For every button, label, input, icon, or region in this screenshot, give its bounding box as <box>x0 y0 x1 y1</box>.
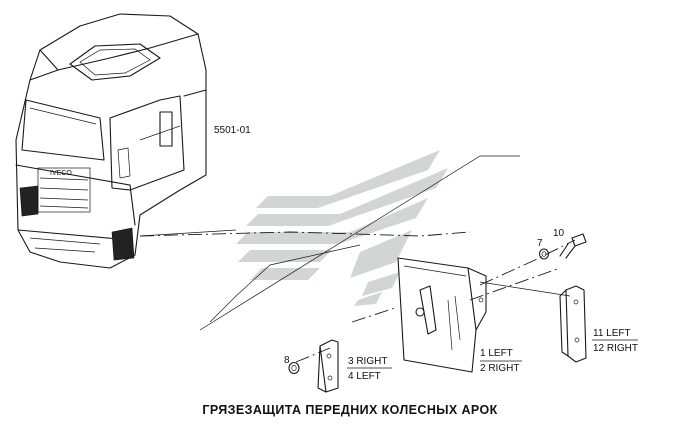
watermark-logo <box>236 150 448 306</box>
nut-part-7 <box>538 248 550 260</box>
callout-12: 12 RIGHT <box>593 343 638 354</box>
bracket-part-11-12 <box>559 285 587 363</box>
callout-3: 3 RIGHT <box>348 356 387 367</box>
callout-11: 11 LEFT <box>593 328 631 339</box>
mud-flap-part <box>397 257 487 373</box>
diagram-caption: ГРЯЗЕЗАЩИТА ПЕРЕДНИХ КОЛЕСНЫХ АРОК <box>202 403 497 417</box>
bolt-part-10 <box>559 233 587 259</box>
group-code-label: 5501-01 <box>214 125 251 136</box>
callout-7: 7 <box>537 238 543 249</box>
bracket-part-3-4 <box>317 339 339 393</box>
nut-part-8 <box>288 361 300 375</box>
callout-8: 8 <box>284 355 290 366</box>
callout-1: 1 LEFT <box>480 348 513 359</box>
callout-2: 2 RIGHT <box>480 363 519 374</box>
callout-dividers <box>347 339 638 369</box>
callout-4: 4 LEFT <box>348 371 381 382</box>
truck-cab-illustration: IVECO <box>15 13 207 269</box>
callout-10: 10 <box>553 228 565 239</box>
svg-text:IVECO: IVECO <box>50 170 72 177</box>
leader-lines <box>139 155 576 363</box>
